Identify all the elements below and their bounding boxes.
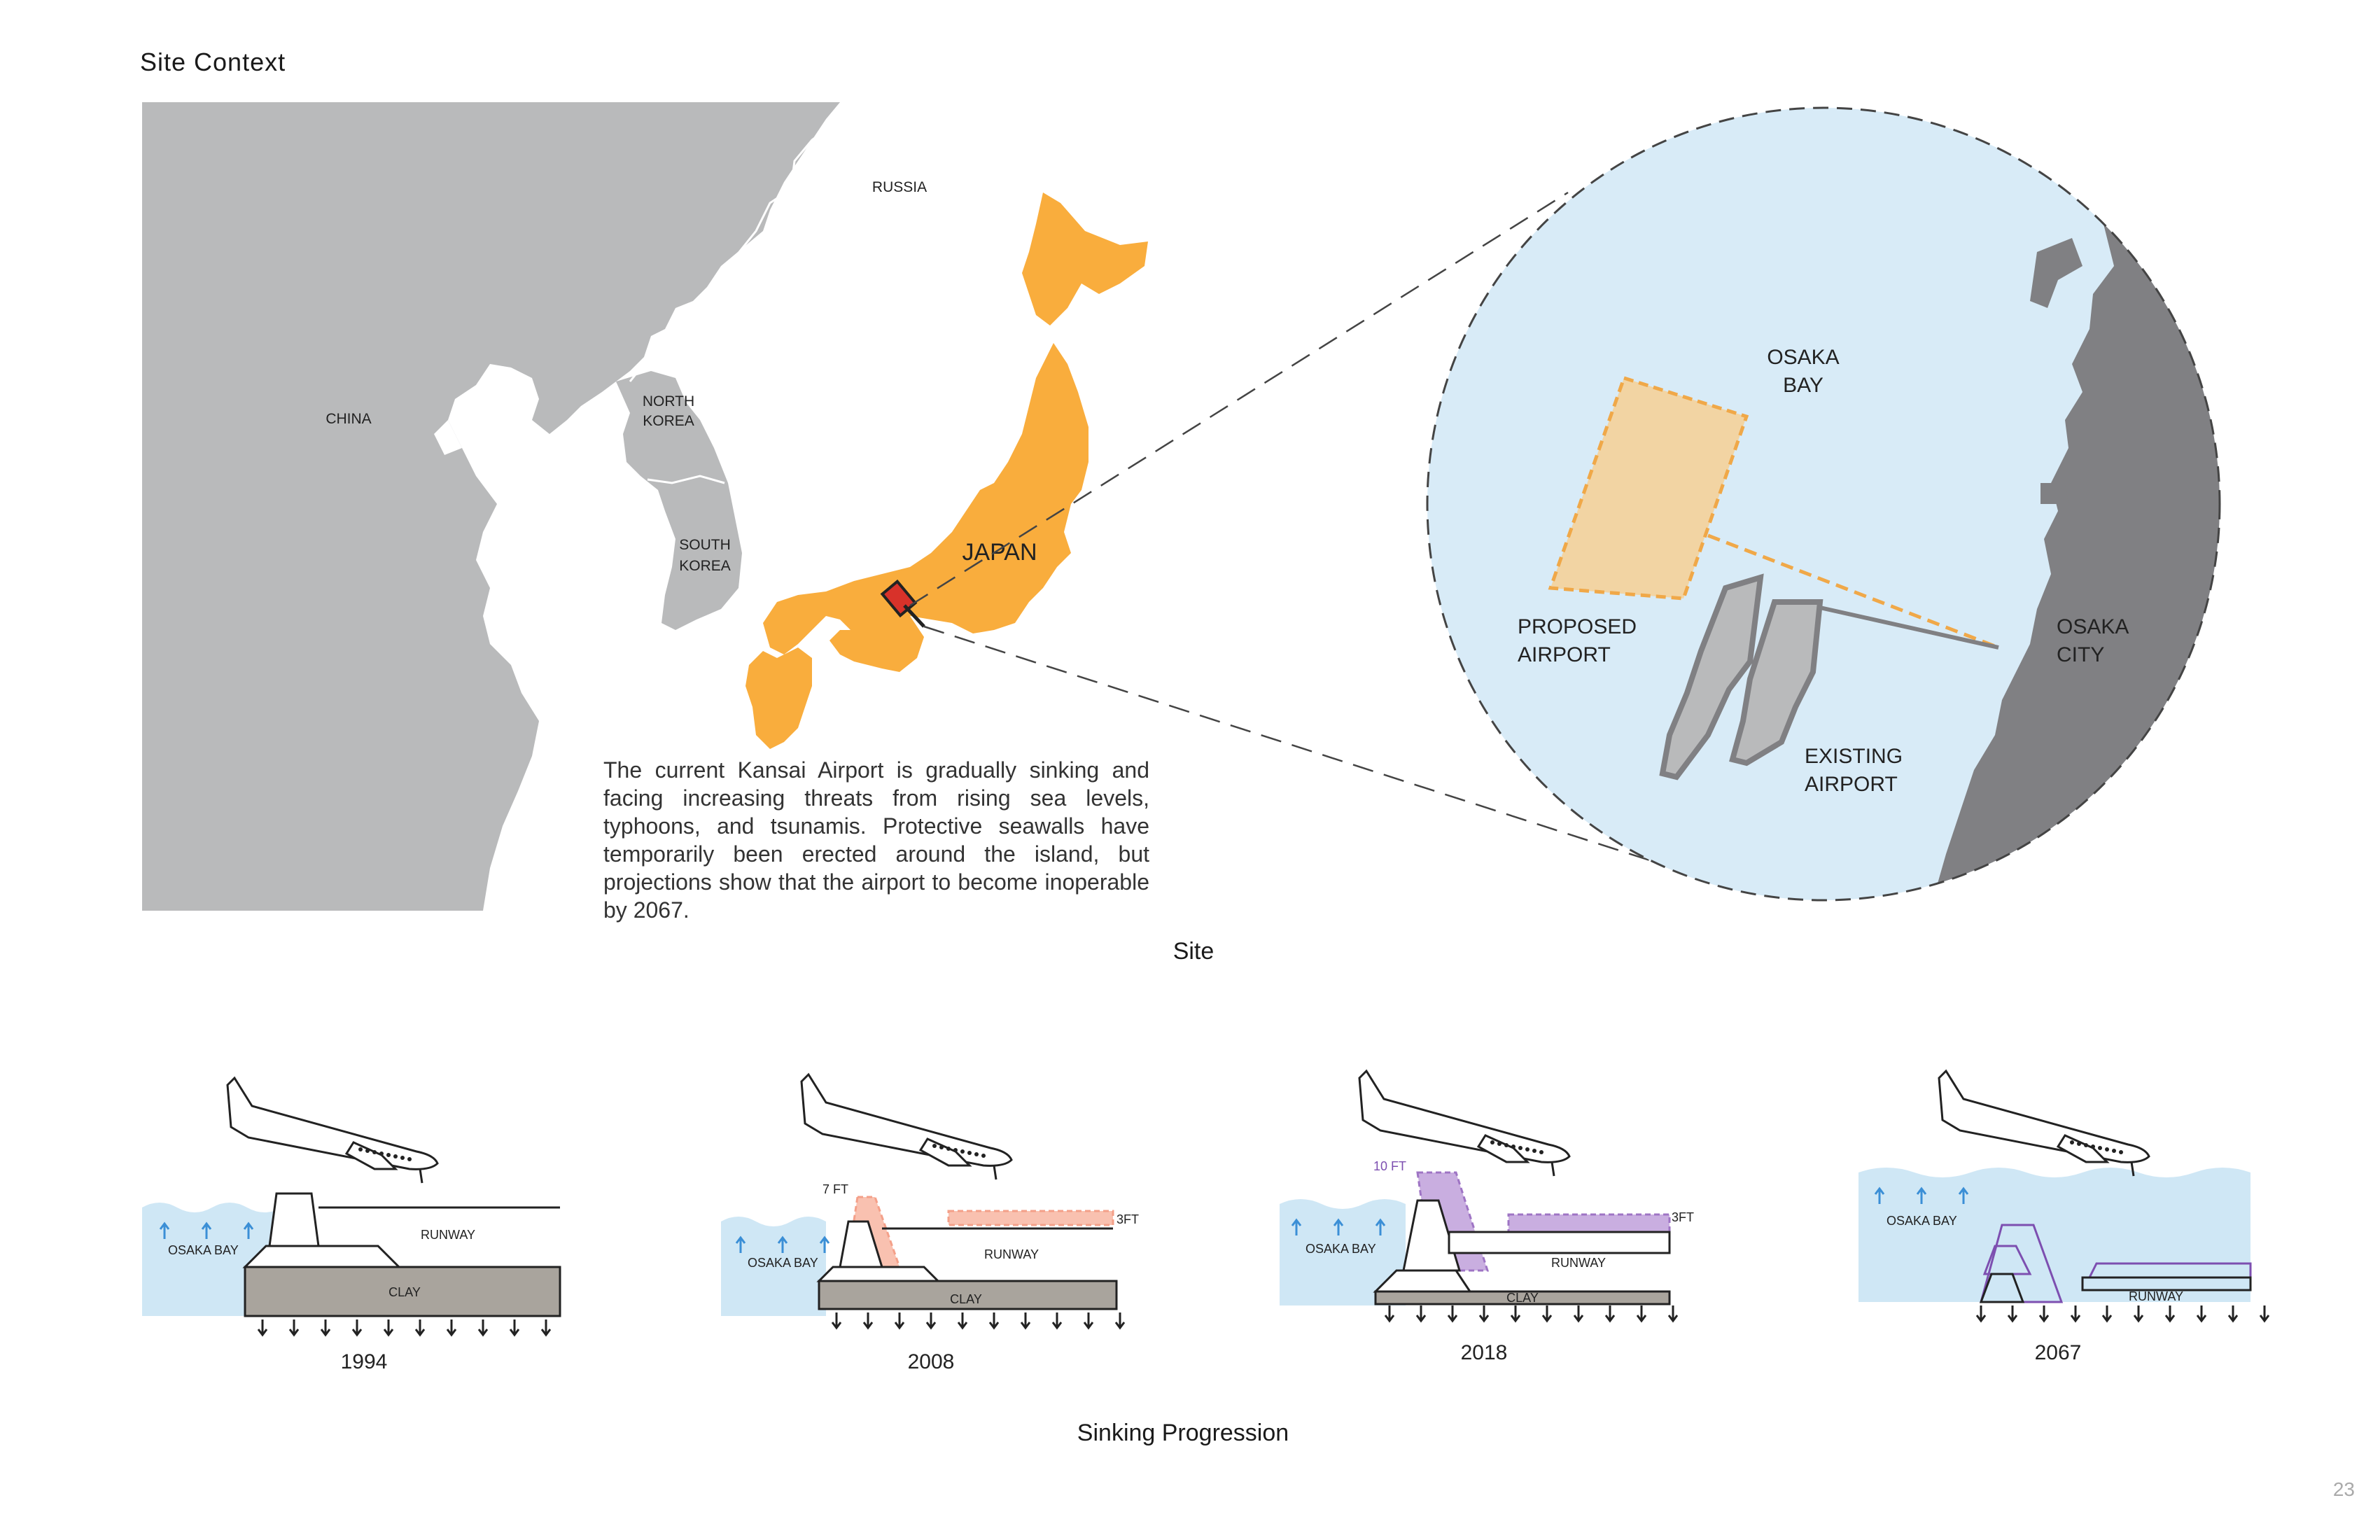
stage-1994-clay: CLAY [388, 1285, 421, 1299]
osaka-piers [2040, 483, 2072, 553]
stage-1994: OSAKA BAY RUNWAY CLAY 1994 [142, 1077, 561, 1373]
stage-2008-clay: CLAY [950, 1292, 982, 1306]
border-russia-china [727, 118, 841, 267]
stage-2067: OSAKA BAY RUNWAY 2067 [1858, 1070, 2270, 1364]
osaka-detail-circle: OSAKA BAY PROPOSED AIRPORT EXISTING AIRP… [1426, 106, 2221, 902]
bohai-bay [434, 420, 462, 455]
label-north-korea-line2: KOREA [643, 413, 694, 429]
progression-caption: Sinking Progression [1077, 1420, 1289, 1446]
site-caption: Site [1172, 938, 1214, 965]
proposed-airport-area [1548, 375, 1749, 601]
label-osaka-bay-line2: BAY [1783, 374, 1823, 397]
label-russia: RUSSIA [872, 179, 927, 195]
stage-2008-side-note: 3FT [1116, 1212, 1139, 1226]
stage-2018: OSAKA BAY RUNWAY CLAY 10 FT 3FT 2018 [1280, 1070, 1694, 1364]
stage-1994-runway: RUNWAY [421, 1228, 475, 1242]
stage-2008-runway: RUNWAY [984, 1247, 1039, 1261]
border-nk-sk [647, 475, 725, 484]
korean-peninsula [616, 371, 742, 630]
stage-2018-clay: CLAY [1506, 1291, 1539, 1305]
label-japan: JAPAN [962, 539, 1037, 566]
stage-2008-wall-note: 7 FT [822, 1182, 848, 1196]
japan-islands [746, 192, 1148, 749]
proposed-bridge [1707, 533, 1999, 650]
label-south-korea-line1: SOUTH [679, 537, 731, 553]
pin-icon [880, 579, 925, 628]
existing-airport [1659, 573, 1823, 780]
label-osaka-city-line1: OSAKA [2057, 615, 2129, 638]
description-text: The current Kansai Airport is gradually … [603, 757, 1149, 923]
osaka-port-block [2030, 238, 2082, 308]
stage-2008-bay: OSAKA BAY [748, 1256, 818, 1270]
label-north-korea-line1: NORTH [643, 393, 694, 410]
stage-2018-runway: RUNWAY [1551, 1256, 1606, 1270]
osaka-city-land [1932, 108, 2220, 900]
site-map: RUSSIA CHINA NORTH KOREA SOUTH KOREA JAP… [142, 102, 2221, 911]
label-china: CHINA [326, 411, 371, 427]
stage-2067-year: 2067 [2035, 1341, 2082, 1364]
label-south-korea-line2: KOREA [679, 558, 731, 574]
stage-1994-year: 1994 [341, 1350, 388, 1373]
border-korea-china [629, 307, 729, 382]
label-proposed-line2: AIRPORT [1518, 643, 1611, 666]
label-existing-line2: AIRPORT [1805, 773, 1898, 796]
stage-1994-bay: OSAKA BAY [168, 1243, 239, 1257]
stage-2018-wall-note: 10 FT [1373, 1159, 1406, 1173]
stage-2008-year: 2008 [908, 1350, 955, 1373]
asia-map [142, 102, 993, 911]
sinking-progression: OSAKA BAY RUNWAY CLAY 1994 OSAKA BAY RUN… [142, 1070, 2270, 1373]
stage-2008: OSAKA BAY RUNWAY CLAY 7 FT 3FT 2008 [721, 1073, 1139, 1373]
callout-line-top [909, 191, 1569, 607]
stage-2067-runway: RUNWAY [2129, 1289, 2183, 1303]
existing-bridge [1819, 606, 1999, 650]
label-existing-line1: EXISTING [1805, 745, 1903, 768]
label-osaka-bay-line1: OSAKA [1767, 346, 1839, 369]
label-proposed-line1: PROPOSED [1518, 615, 1637, 638]
page-number: 23 [2332, 1478, 2355, 1500]
stage-2018-bay: OSAKA BAY [1306, 1242, 1376, 1256]
stage-2018-side-note: 3FT [1672, 1210, 1694, 1224]
label-osaka-city-line2: CITY [2057, 643, 2104, 666]
stage-2018-year: 2018 [1461, 1341, 1508, 1364]
page-title: Site Context [140, 48, 286, 76]
stage-2067-bay: OSAKA BAY [1886, 1214, 1957, 1228]
